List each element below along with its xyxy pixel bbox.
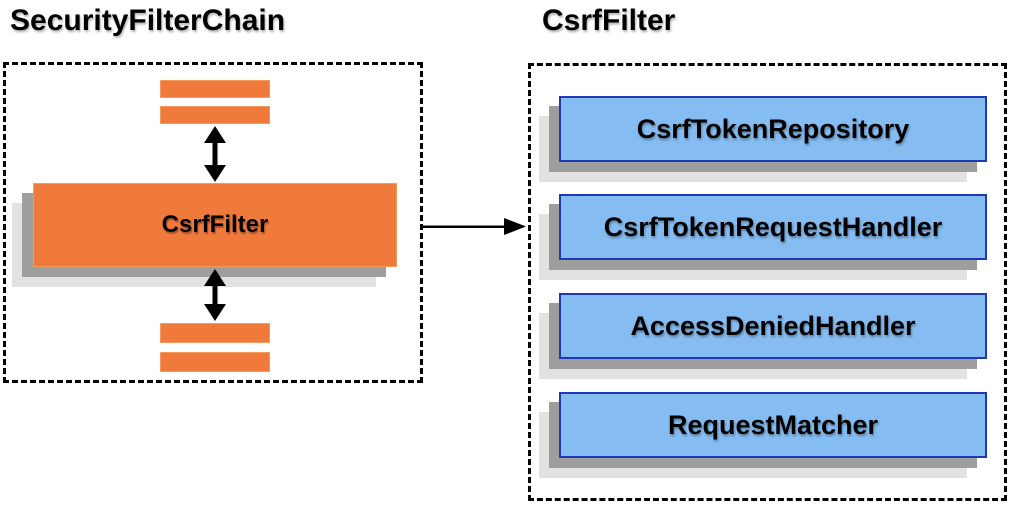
request-matcher-label: RequestMatcher [667,409,879,440]
csrf-token-request-handler-label: CsrfTokenRequestHandler [603,211,943,242]
csrf-filter-title: CsrfFilter [542,4,676,37]
filter-bar-top-1 [160,80,270,98]
filter-bar-bottom-2 [160,352,270,372]
access-denied-handler-box: AccessDeniedHandler [559,293,987,359]
filter-bar-bottom-1 [160,323,270,343]
security-filter-chain-container [3,62,423,383]
access-denied-handler-label: AccessDeniedHandler [630,310,916,341]
csrf-filter-box: CsrfFilter [33,183,397,267]
csrf-token-repository-label: CsrfTokenRepository [636,113,910,144]
flow-arrow-to-csrf-components [423,218,526,235]
csrf-filter-box-label: CsrfFilter [161,211,269,238]
csrf-filter-components-container [528,63,1007,501]
csrf-token-repository-box: CsrfTokenRepository [559,96,987,162]
security-filter-chain-title: SecurityFilterChain [10,4,286,37]
request-matcher-box: RequestMatcher [559,392,987,458]
filter-bar-top-2 [160,106,270,124]
csrf-token-request-handler-box: CsrfTokenRequestHandler [559,194,987,260]
